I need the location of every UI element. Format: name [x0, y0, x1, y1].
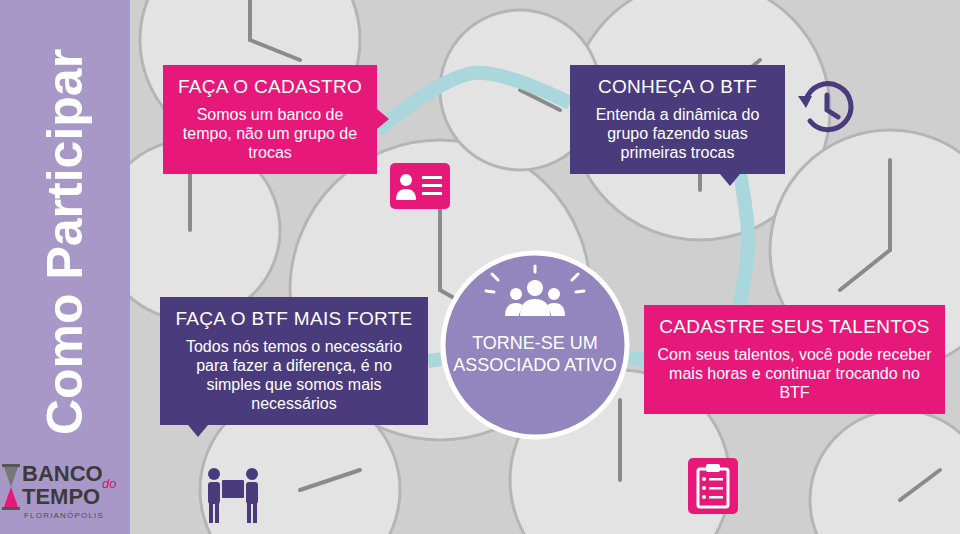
history-icon — [798, 84, 851, 130]
step-box: FAÇA O CADASTRO Somos um banco de tempo, … — [163, 65, 377, 174]
circle-text: TORNE-SE UM ASSOCIADO ATIVO — [445, 250, 625, 376]
step-heading: FAÇA O BTF MAIS FORTE — [175, 307, 412, 330]
carry-box-icon — [208, 468, 258, 523]
rays — [486, 266, 584, 292]
flow-arc — [377, 73, 570, 131]
step-box: FAÇA O BTF MAIS FORTE Todos nós temos o n… — [160, 297, 428, 425]
flow-arc — [428, 359, 441, 361]
step-heading: CONHEÇA O BTF — [598, 75, 757, 98]
side-band — [0, 0, 130, 534]
id-card-icon — [390, 163, 450, 209]
step-box: CADASTRE SEUS TALENTOS Com seus talentos,… — [644, 305, 945, 414]
flow-arc — [740, 174, 748, 305]
step-text: Entenda a dinâmica do grupo fazendo suas… — [582, 105, 773, 162]
center-circle: TORNE-SE UM ASSOCIADO ATIVO — [440, 250, 630, 440]
clock-faces — [100, 0, 960, 534]
flow-arc — [629, 358, 644, 360]
step-text: Somos um banco de tempo, não um grupo de… — [175, 105, 365, 162]
step-text: Todos nós temos o necessário para fazer … — [172, 337, 416, 413]
logo-text: do — [102, 477, 116, 491]
section-title: Como Participar — [38, 49, 93, 435]
logo-text: BANCO — [22, 462, 103, 486]
logo-city: FLORIANÓPOLIS — [24, 512, 104, 521]
people-icon — [505, 280, 565, 316]
step-heading: FAÇA O CADASTRO — [178, 75, 362, 98]
hourglass-logo — [2, 464, 20, 510]
step-heading: CADASTRE SEUS TALENTOS — [659, 315, 930, 338]
step-box: CONHEÇA O BTF Entenda a dinâmica do grupo… — [570, 65, 785, 174]
logo-text: TEMPO — [22, 485, 100, 509]
clipboard-icon — [688, 458, 738, 514]
step-text: Com seus talentos, você pode receber mai… — [656, 345, 933, 402]
